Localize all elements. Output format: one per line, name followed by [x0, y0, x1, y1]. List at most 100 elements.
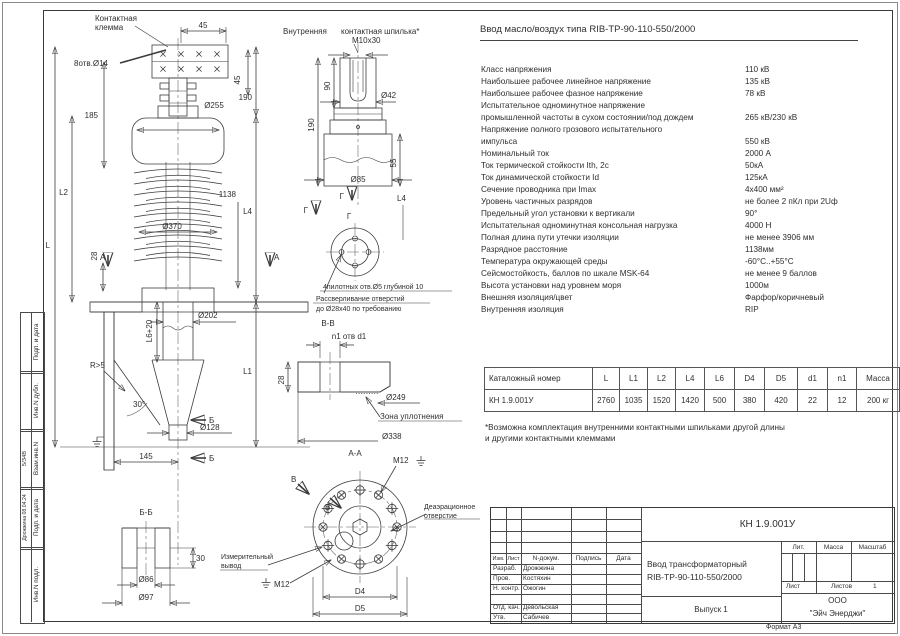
spec-value: 110 кВ [745, 65, 770, 74]
dim-label: 145 [139, 452, 153, 461]
dim-label: Ø86 [138, 575, 154, 584]
dim-label: Ø42 [381, 91, 397, 100]
section-mark: Б [209, 416, 214, 425]
stamp-lit-label: Лит. [792, 543, 805, 551]
sidebar-label: Инв.N подл. [33, 566, 40, 603]
dim-label: 190 [239, 93, 253, 102]
main-bushing-view [0, 25, 310, 565]
stamp-mass-label: Масса [823, 543, 844, 551]
note: до Ø28х40 по требованию [316, 305, 401, 313]
sidebar-value: Дрожжина 08.04.24 [22, 494, 28, 541]
stamp-scale-label: Масштаб [858, 543, 887, 551]
sidebar-value: 5/34В [22, 450, 28, 467]
sidebar-cell [20, 487, 45, 550]
spec-row: Напряжение полного грозового испытательн… [481, 125, 770, 146]
format-label: Формат А3 [766, 624, 802, 631]
dim-label: L2 [59, 188, 68, 197]
dim-label: 45 [199, 21, 208, 30]
footnote: *Возможна комплектация внутренними конта… [485, 422, 885, 444]
section-mark: Г [340, 192, 345, 201]
dim-label: n1 отв d1 [332, 332, 367, 341]
stamp-role: Отд. кач. [493, 604, 520, 611]
stamp-col-sign: Подпись [575, 555, 602, 562]
stamp-title: Ввод трансформаторный RIB-ТР-90-110-550/… [647, 558, 781, 588]
stamp-col-date: Дата [616, 555, 631, 562]
view-title: А-А [348, 449, 362, 458]
section-mark: Б [209, 454, 214, 463]
dim-label: D5 [355, 604, 366, 613]
footnote-line: *Возможна комплектация внутренними конта… [485, 423, 785, 432]
stamp-doc-number: КН 1.9.001У [739, 519, 796, 530]
view-title: контактная шпилька* [341, 27, 419, 36]
stamp-name: Дрожжина [523, 565, 555, 572]
dim-label: 90 [323, 81, 332, 90]
stamp-title-line2: RIB-ТР-90-110-550/2000 [647, 572, 742, 582]
spec-list: Класс напряжения 110 кВ Наибольшее рабоче… [481, 64, 881, 316]
view-title: Б-Б [139, 508, 152, 517]
stamp-sheets-label: Листов [831, 583, 853, 590]
company-line1: ООО [828, 596, 847, 605]
stamp-sheet-label: Лист [786, 583, 801, 590]
section-mark: А [274, 253, 280, 262]
stamp-role: Утв. [493, 614, 506, 621]
sidebar-cell [20, 312, 45, 374]
note: 4пилотных отв.Ø5 глубиной 10 [323, 283, 423, 291]
stamp-col-doc: N-докум. [532, 555, 560, 562]
sidebar-label: Подп. и дата [33, 498, 40, 537]
section-mark: А [100, 253, 106, 262]
sidebar-cell [20, 429, 45, 490]
dim-label: Ø128 [200, 423, 220, 432]
sp ec-row: Температура окружающей среды-60°С..+55°С [481, 257, 794, 266]
stamp-name: Костяхин [523, 575, 551, 582]
section-a-a: А-А М [220, 449, 480, 617]
sidebar-label: Взам.инв.N [33, 441, 40, 476]
dim-label: D4 [355, 587, 366, 596]
dim-label: 8отв.Ø14 [74, 59, 109, 68]
note: отверстие [424, 513, 457, 520]
title-block: Изм. Лист N-докум. Подпись Дата Разраб. … [490, 507, 895, 624]
dim-label: L6+20 [145, 319, 154, 342]
stamp-issue: Выпуск 1 [694, 605, 728, 614]
stamp-role [493, 595, 521, 604]
dim-label: 190 [307, 118, 316, 132]
view-title: Внутренняя [283, 27, 327, 36]
dim-label: Ø97 [138, 593, 154, 602]
company-line2: "Эйч Энерджи" [809, 609, 866, 618]
stamp-company: ООО "Эйч Энерджи" [781, 594, 894, 623]
note: Измерительный [221, 553, 273, 561]
section-mark: В [325, 503, 330, 512]
spec-label: Класс напряжения [481, 65, 552, 74]
view-title: Г [347, 212, 352, 221]
sheet-inner-frame [43, 10, 893, 622]
note: Рассверливание отверстий [316, 295, 405, 303]
footnote-line: и другими контактными клеммами [485, 434, 616, 443]
stud-detail-view [304, 40, 412, 240]
dim-label: R>5 [90, 361, 105, 370]
g-view: Г 4пилотных отв.Ø5 глубиной 10 Рассверли… [313, 212, 452, 313]
section-mark: Г [304, 206, 309, 215]
stamp-name: Ожогин [523, 585, 546, 592]
dim-label: 55 [389, 158, 398, 167]
stud-detail-labels: Внутренняя контактная шпилька* М10х30 90… [283, 27, 419, 215]
stamp-name: Сабичев [523, 614, 550, 621]
stamp-role: Пров. [493, 575, 511, 582]
sidebar-label: Подп. и дата [33, 323, 40, 361]
section-v-v: В-В n1 отв d1 28 Ø249 Зона уплотнения Ø3… [277, 319, 462, 444]
view-title: В-В [321, 319, 334, 328]
stamp-title-line1: Ввод трансформаторный [647, 559, 747, 569]
section-mark: В [291, 475, 296, 484]
title-underline [480, 40, 858, 41]
note: вывод [221, 563, 241, 570]
